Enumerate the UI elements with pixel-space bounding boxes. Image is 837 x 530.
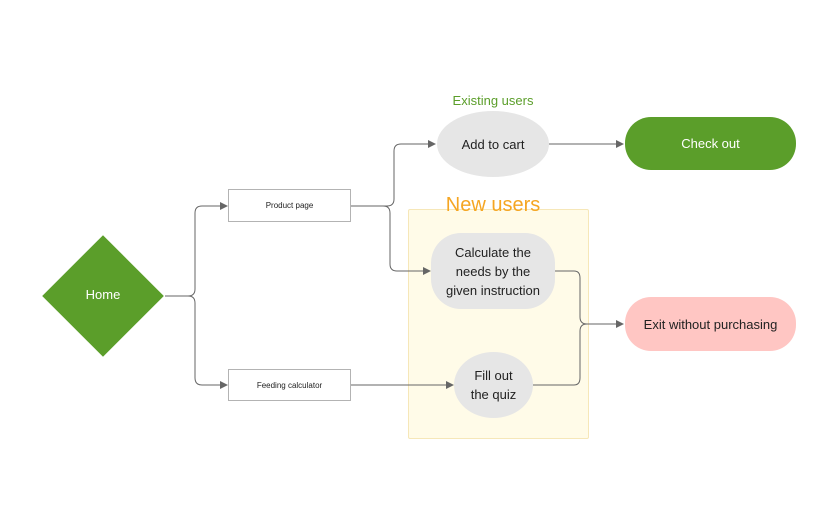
check-out-node: Check out — [625, 117, 796, 170]
calculate-needs-node: Calculate the needs by the given instruc… — [431, 233, 555, 309]
fill-quiz-node: Fill out the quiz — [454, 352, 533, 418]
edge-product-calculate — [351, 205, 431, 275]
edge-product-cart — [351, 140, 436, 207]
edge-calculate-exit — [555, 270, 624, 328]
edge-quiz-exit — [533, 323, 588, 386]
add-to-cart-node: Add to cart — [437, 111, 549, 177]
new-users-label: New users — [445, 194, 541, 216]
edge-home-product — [165, 202, 228, 297]
feeding-calculator-node: Feeding calculator — [228, 369, 351, 401]
home-label: Home — [85, 287, 121, 302]
existing-users-label: Existing users — [452, 93, 534, 108]
edge-home-calculator — [165, 295, 228, 389]
product-page-node: Product page — [228, 189, 351, 222]
exit-node: Exit without purchasing — [625, 297, 796, 351]
